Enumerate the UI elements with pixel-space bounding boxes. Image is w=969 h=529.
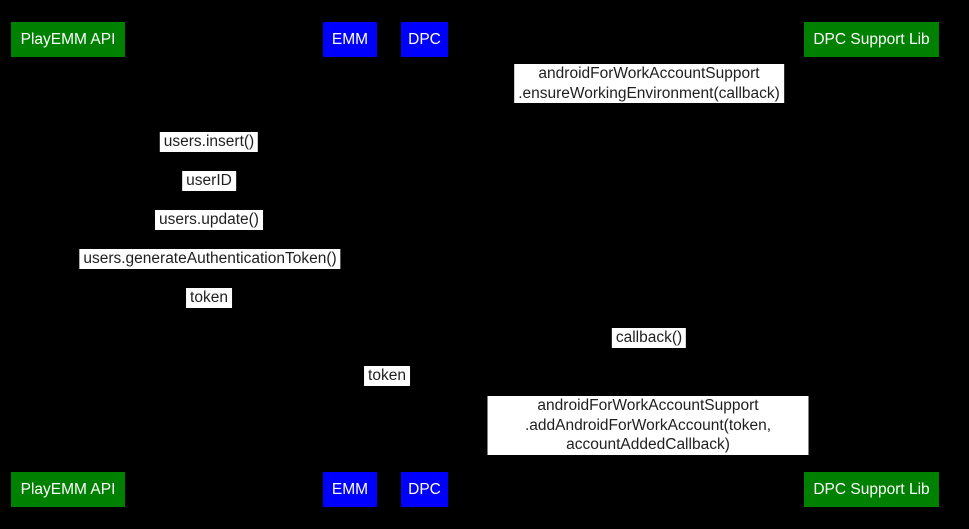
message-add-android-for-work-account: androidForWorkAccountSupport .addAndroid… <box>487 396 809 455</box>
message-generate-authentication-token: users.generateAuthenticationToken() <box>79 249 341 269</box>
actor-emm-top: EMM <box>323 22 377 57</box>
message-user-id: userID <box>182 171 236 191</box>
message-ensure-working-environment: androidForWorkAccountSupport .ensureWork… <box>514 64 784 103</box>
actor-dpc-bottom: DPC <box>401 472 448 507</box>
message-users-update: users.update() <box>155 210 263 230</box>
actor-playemm-api-top: PlayEMM API <box>11 22 125 57</box>
actor-dpc-support-lib-bottom: DPC Support Lib <box>804 472 939 507</box>
message-users-insert: users.insert() <box>159 132 259 152</box>
message-token-to-dpc: token <box>364 366 410 386</box>
actor-dpc-top: DPC <box>401 22 448 57</box>
actor-dpc-support-lib-top: DPC Support Lib <box>804 22 939 57</box>
actor-playemm-api-bottom: PlayEMM API <box>11 472 125 507</box>
message-callback: callback() <box>611 328 687 348</box>
actor-emm-bottom: EMM <box>323 472 377 507</box>
message-token-to-emm: token <box>186 288 232 308</box>
